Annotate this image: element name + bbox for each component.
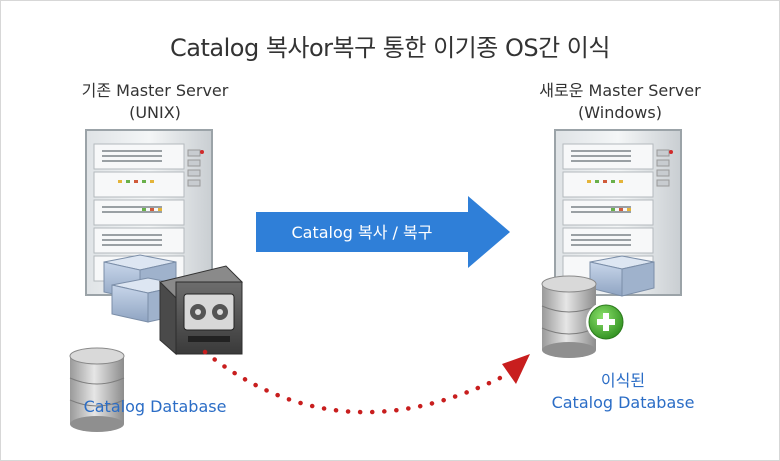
left-db-label: Catalog Database bbox=[83, 397, 227, 416]
tape-drive-icon bbox=[159, 265, 243, 356]
arrow-label: Catalog 복사 / 복구 bbox=[292, 223, 433, 242]
right-db-label-line2: Catalog Database bbox=[551, 393, 695, 412]
left-database-cylinder-icon bbox=[69, 347, 125, 432]
left-server-label: 기존 Master Server (UNIX) bbox=[60, 80, 250, 124]
left-server-name: 기존 Master Server bbox=[81, 81, 229, 100]
left-server-os: (UNIX) bbox=[129, 103, 181, 122]
diagram-title: Catalog 복사or복구 통한 이기종 OS간 이식 bbox=[170, 34, 610, 62]
migration-dotted-arrow bbox=[202, 349, 530, 415]
plus-badge-icon bbox=[586, 302, 626, 342]
copy-restore-arrow bbox=[256, 196, 510, 268]
right-server-label: 새로운 Master Server (Windows) bbox=[520, 80, 720, 124]
right-server-os: (Windows) bbox=[578, 103, 662, 122]
right-db-label-line1: 이식된 bbox=[600, 371, 646, 390]
right-storage-boxes-icon bbox=[589, 255, 655, 297]
right-db-label: 이식된 Catalog Database bbox=[528, 370, 718, 414]
right-server-name: 새로운 Master Server bbox=[539, 81, 701, 100]
right-database-cylinder-icon bbox=[541, 275, 597, 358]
